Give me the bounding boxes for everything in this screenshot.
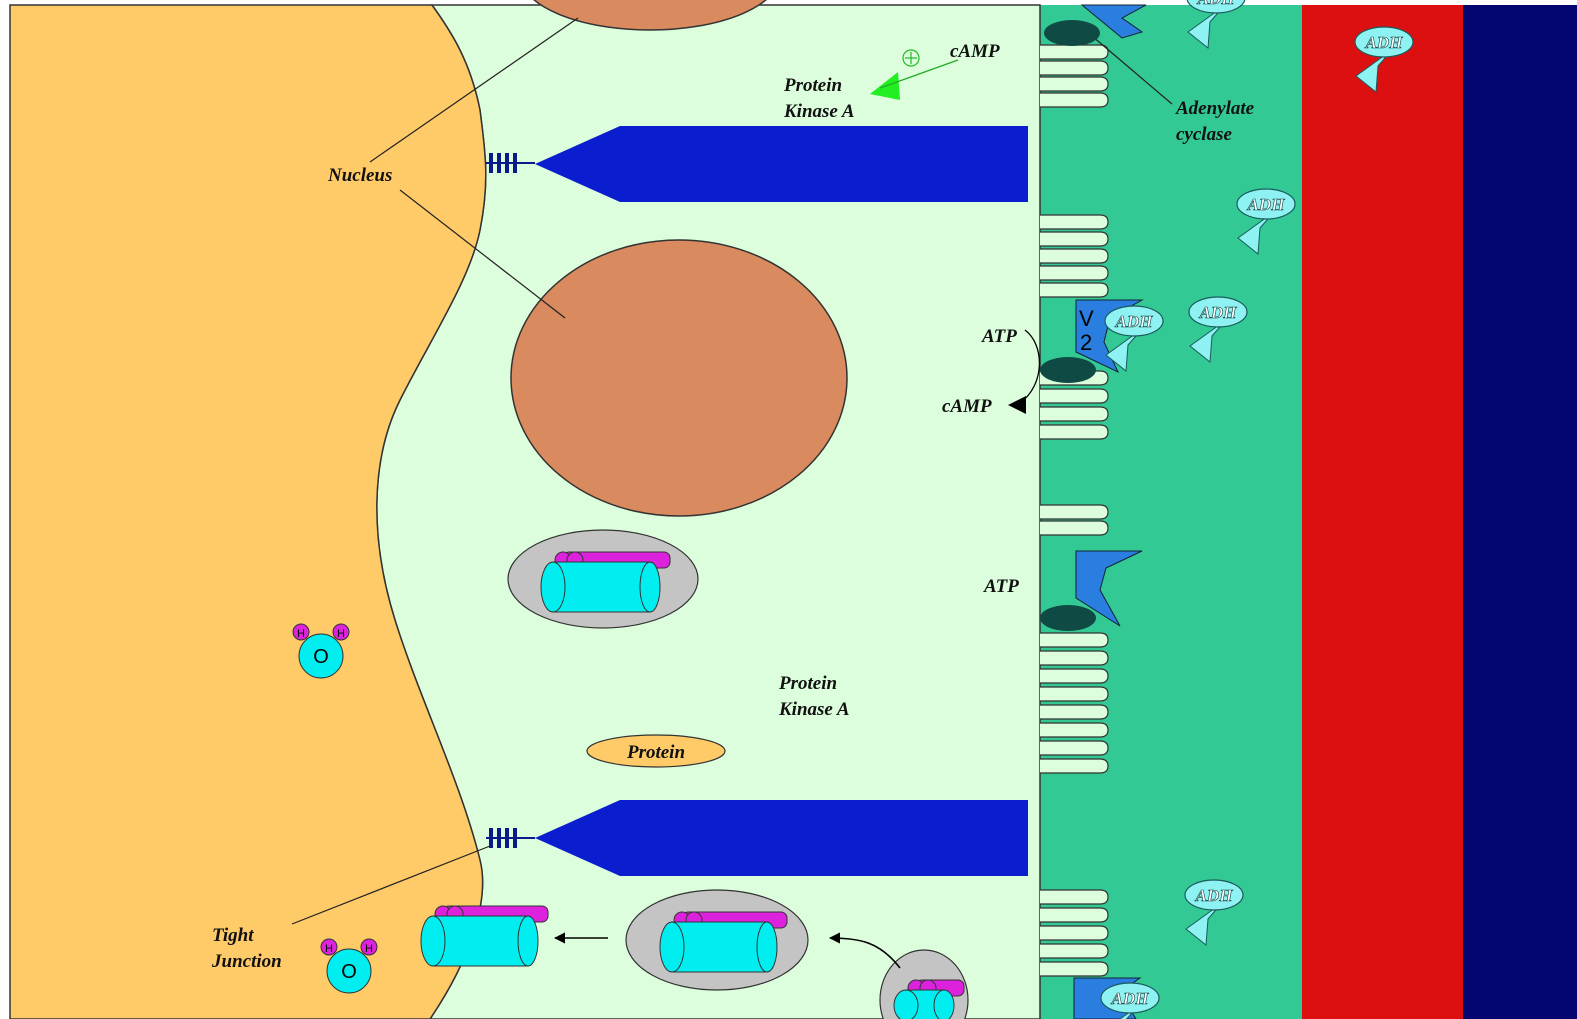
nucleus-label: Nucleus <box>327 165 392 186</box>
infolding-13 <box>1040 505 1108 519</box>
infolding-10 <box>1040 389 1108 403</box>
junction-bar-upper <box>535 126 1028 202</box>
infolding-22 <box>1040 759 1108 773</box>
infolding-19 <box>1040 705 1108 719</box>
blood-vessel-red <box>1302 5 1463 1019</box>
infolding-2 <box>1040 77 1108 91</box>
hydrogen-label: H <box>297 628 305 640</box>
adh-label: ADH <box>1195 886 1234 905</box>
adenylate-cyclase-lower <box>1040 605 1096 631</box>
adh-label: ADH <box>1247 195 1286 214</box>
infolding-21 <box>1040 741 1108 755</box>
aquaporin-1 <box>541 552 670 612</box>
pka-top-label-1: Protein <box>783 75 842 96</box>
camp-top-label: cAMP <box>950 41 1000 62</box>
atp-upper-label: ATP <box>981 326 1017 347</box>
adenylate-cyclase-label-1: Adenylate <box>1175 98 1255 119</box>
oxygen-label: O <box>313 646 329 668</box>
adh-label: ADH <box>1115 312 1154 331</box>
infolding-6 <box>1040 249 1108 263</box>
hydrogen-label: H <box>365 943 373 955</box>
infolding-25 <box>1040 926 1108 940</box>
infolding-14 <box>1040 521 1108 535</box>
pka-mid-label-1: Protein <box>778 673 837 694</box>
junction-bar-lower <box>535 800 1028 876</box>
infolding-23 <box>1040 890 1108 904</box>
infolding-17 <box>1040 669 1108 683</box>
adenylate-cyclase-label-2: cyclase <box>1176 124 1232 145</box>
infolding-1 <box>1040 61 1108 75</box>
hydrogen-label: H <box>337 628 345 640</box>
nucleus-main <box>511 240 847 516</box>
infolding-12 <box>1040 425 1108 439</box>
infolding-5 <box>1040 232 1108 246</box>
pka-mid-label-2: Kinase A <box>778 699 850 720</box>
adh-label: ADH <box>1199 303 1238 322</box>
infolding-26 <box>1040 944 1108 958</box>
infolding-15 <box>1040 633 1108 647</box>
infolding-16 <box>1040 651 1108 665</box>
aquaporin-3 <box>660 912 787 972</box>
aquaporin-2 <box>421 906 548 966</box>
infolding-7 <box>1040 266 1108 280</box>
infolding-3 <box>1040 93 1108 107</box>
atp-lower-label: ATP <box>983 576 1019 597</box>
hydrogen-label: H <box>325 943 333 955</box>
pka-top-label-2: Kinase A <box>783 101 855 122</box>
infolding-24 <box>1040 908 1108 922</box>
adh-label: ADH <box>1197 0 1236 8</box>
infolding-27 <box>1040 962 1108 976</box>
oxygen-label: O <box>341 961 357 983</box>
adenylate-cyclase-mid <box>1040 357 1096 383</box>
blood-vessel-navy <box>1463 5 1577 1019</box>
v2-receptor-label-2: 2 <box>1080 330 1092 355</box>
protein-label: Protein <box>626 742 685 763</box>
infolding-20 <box>1040 723 1108 737</box>
camp-mid-label: cAMP <box>942 396 992 417</box>
adenylate-cyclase-top <box>1044 20 1100 46</box>
infolding-4 <box>1040 215 1108 229</box>
tight-junction-label-2: Junction <box>211 951 282 972</box>
infolding-11 <box>1040 407 1108 421</box>
infolding-0 <box>1040 45 1108 59</box>
adh-label: ADH <box>1365 33 1404 52</box>
infolding-18 <box>1040 687 1108 701</box>
v2-receptor-label-v: V <box>1079 306 1094 331</box>
tight-junction-label-1: Tight <box>212 925 254 946</box>
infolding-8 <box>1040 283 1108 297</box>
adh-label: ADH <box>1111 989 1150 1008</box>
